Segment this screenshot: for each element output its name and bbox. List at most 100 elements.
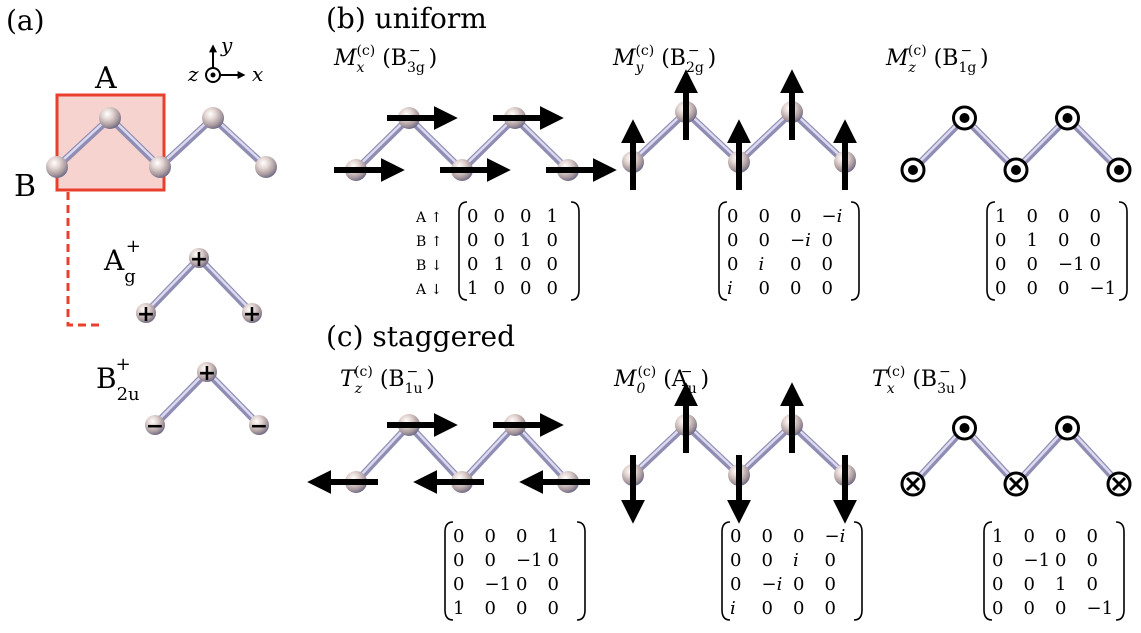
matrix-entry: 0: [516, 526, 527, 547]
atom: [242, 303, 262, 323]
matrix-entry: 0: [494, 206, 505, 227]
row-label-1: A ↑: [415, 210, 442, 226]
matrix-entry: 0: [995, 230, 1006, 251]
matrix-entry: 0: [547, 278, 558, 299]
bond-highlight: [737, 422, 794, 475]
matrix-right-bracket: [1115, 521, 1125, 621]
matrix-entry: 0: [759, 230, 770, 251]
row-label-3: B ↓: [416, 258, 442, 274]
matrix-entry: i: [730, 598, 736, 619]
matrix-entry: 0: [1058, 278, 1069, 299]
matrix-entry: 1: [520, 230, 531, 251]
matrix-entry: −1: [485, 574, 512, 595]
matrix-entry: −i: [822, 206, 843, 227]
matrix-entry: 0: [822, 278, 833, 299]
bond-highlight: [684, 422, 741, 475]
mode-chain-tz: [307, 413, 590, 494]
matrix-entry: 1: [992, 526, 1003, 547]
axis-x-label: x: [252, 62, 263, 86]
bond-highlight: [158, 115, 215, 167]
matrix-entry: 0: [520, 254, 531, 275]
bond-highlight: [354, 115, 411, 170]
matrix-entry: i: [727, 278, 733, 299]
matrix-entry: 0: [1024, 598, 1035, 619]
matrix-entry: 0: [1024, 574, 1035, 595]
matrix-entry: 0: [547, 230, 558, 251]
chain-b2u: −+−: [145, 361, 269, 439]
bond-highlight: [631, 109, 688, 162]
mode-label-m0: M0(c) (Au−): [613, 364, 709, 397]
matrix-entry: 0: [825, 574, 836, 595]
matrix-left-bracket: [721, 521, 731, 621]
bond-highlight: [790, 422, 847, 475]
atom-label-B: B: [14, 169, 36, 204]
sign-label: +: [137, 302, 155, 327]
matrix-entry: 1: [548, 526, 559, 547]
matrix-entry: 0: [1027, 206, 1038, 227]
bond-highlight: [407, 115, 464, 170]
sign-label: +: [190, 247, 208, 272]
mode-chain-mz: [900, 105, 1132, 183]
bond-highlight: [55, 115, 112, 167]
matrix-entry: 0: [547, 254, 558, 275]
matrix-entry: 0: [1090, 254, 1101, 275]
mode-chain-m0: [621, 382, 857, 524]
row-label-2: B ↑: [416, 234, 442, 250]
irrep-Ag-label: Ag+: [103, 236, 141, 287]
matrix-entry: 0: [1087, 550, 1098, 571]
dot-center: [908, 165, 918, 175]
matrix-entry: 0: [995, 254, 1006, 275]
bond-highlight: [153, 369, 209, 425]
sign-label: −: [250, 414, 268, 439]
atom: [202, 107, 224, 129]
panel-c-label: (c) staggered: [326, 320, 515, 353]
matrix-entry: 0: [822, 254, 833, 275]
matrix-entry: 1: [467, 278, 478, 299]
matrix-entry: 1: [995, 206, 1006, 227]
matrix-entry: 0: [467, 254, 478, 275]
mode-label-mz: Mz(c) (B1g−): [885, 43, 989, 76]
cross-stroke: [1111, 476, 1127, 492]
matrix-entry: 0: [1058, 230, 1069, 251]
mode-label-my: My(c) (B2g−): [612, 43, 716, 76]
matrix-entry: 0: [793, 526, 804, 547]
matrix-entry: −i: [762, 574, 783, 595]
matrix-entry: 0: [1027, 278, 1038, 299]
matrix-entry: 0: [762, 526, 773, 547]
matrix-entry: i: [793, 550, 799, 571]
matrix-entry: 0: [822, 230, 833, 251]
matrix-entry: −1: [1024, 550, 1051, 571]
matrix-entry: 0: [520, 206, 531, 227]
bond-highlight: [631, 422, 688, 475]
mode-chain-mx: [334, 106, 617, 182]
bond-highlight: [737, 109, 794, 162]
axis-z-label: z: [187, 62, 199, 86]
svg-text:Ag+: Ag+: [103, 236, 141, 287]
mode-label-tx: Tx(c) (B3u−): [872, 364, 967, 397]
bond-highlight: [513, 115, 570, 170]
matrix-entry: 0: [548, 598, 559, 619]
matrix-entry: 0: [730, 550, 741, 571]
matrix-entry: 0: [1087, 526, 1098, 547]
matrix-entry: 0: [995, 278, 1006, 299]
matrix-entry: 1: [1027, 230, 1038, 251]
dot-center: [1062, 113, 1073, 123]
cross-stroke: [905, 476, 921, 492]
sign-label: −: [146, 414, 164, 439]
matrix-entry: 1: [1055, 574, 1066, 595]
matrix-entry: 0: [762, 550, 773, 571]
matrix-entry: 0: [1058, 206, 1069, 227]
matrix-entry: 0: [1024, 526, 1035, 547]
bond-highlight: [144, 255, 201, 313]
matrix-entry: 0: [790, 254, 801, 275]
matrix-left-bracket: [444, 521, 454, 621]
matrix-entry: 0: [825, 598, 836, 619]
matrix-entry: −1: [1058, 254, 1085, 275]
matrix-entry: 0: [727, 230, 738, 251]
matrix-entry: 0: [1055, 550, 1066, 571]
panel-b-label: (b) uniform: [326, 2, 487, 35]
